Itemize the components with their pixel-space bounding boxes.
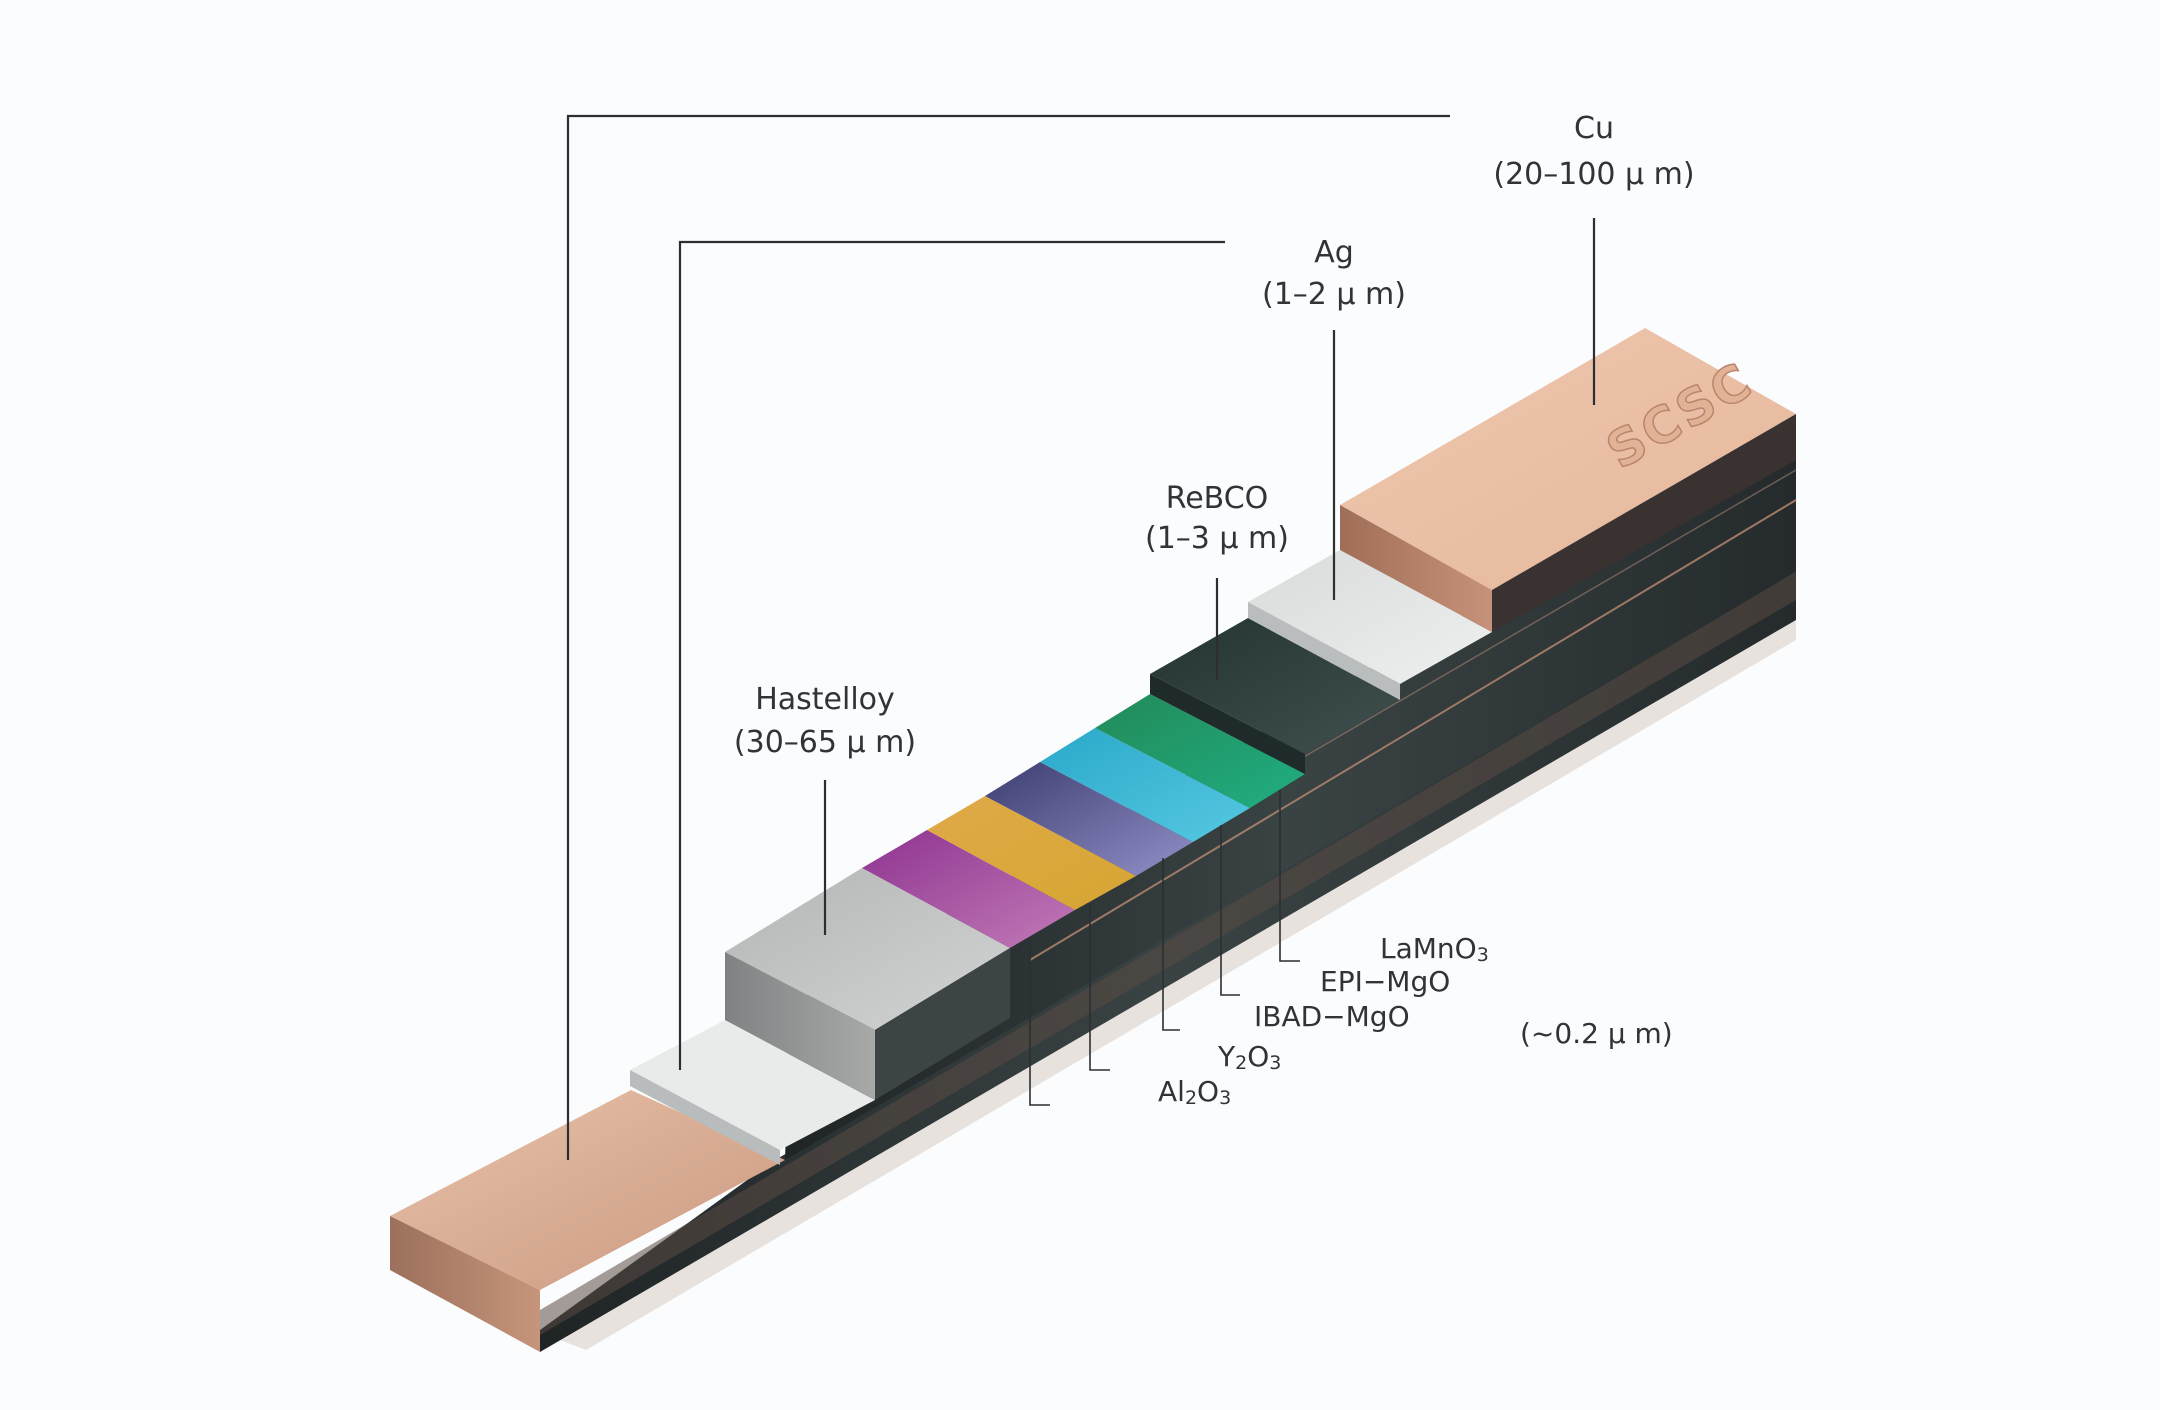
hastelloy-top — [725, 868, 1010, 1030]
copper-bottom-front — [390, 1216, 540, 1352]
silver-left-front — [630, 1070, 780, 1165]
al2o3-label-a: Al — [1158, 1075, 1185, 1108]
epi-mgo-label: EPI−MgO — [1320, 965, 1450, 998]
rebco-top — [1150, 618, 1400, 754]
rebco-front — [1150, 674, 1305, 774]
lamno3-leader-line — [1279, 790, 1300, 962]
y2o3-leader-line — [1089, 905, 1110, 1071]
lamno3-label-sub: 3 — [1477, 944, 1489, 966]
tape-shadow — [560, 620, 1796, 1350]
cu-thickness-label: (20–100 μ m) — [1493, 157, 1694, 192]
y2o3-layer — [927, 796, 1136, 910]
al2o3-label-b: O — [1197, 1075, 1219, 1108]
ag-label: Ag — [1314, 235, 1354, 270]
rebco-thickness-label: (1–3 μ m) — [1145, 521, 1289, 556]
ibad-mgo-leader-line — [1162, 858, 1180, 1031]
silver-right-front — [1248, 602, 1400, 700]
rebco-label: ReBCO — [1166, 481, 1269, 516]
tape-side-face-lower — [540, 572, 1796, 1335]
copper-bottom-top — [390, 1090, 785, 1290]
lamno3-label: LaMnO3 — [1380, 932, 1489, 966]
y2o3-label-sub: 2 — [1235, 1052, 1247, 1074]
copper-top-top — [1340, 328, 1796, 590]
ag-thickness-label: (1–2 μ m) — [1262, 277, 1406, 312]
epi-mgo-layer — [1040, 728, 1250, 842]
copper-top-side — [1492, 414, 1796, 632]
y2o3-label-a: Y — [1217, 1040, 1236, 1073]
silver-right-top — [1248, 550, 1492, 684]
y2o3-label-sub2: 3 — [1269, 1052, 1281, 1074]
hastelloy-label: Hastelloy — [755, 682, 895, 717]
cu-label: Cu — [1574, 111, 1614, 146]
buffer-thickness-label: (~0.2 μ m) — [1520, 1017, 1673, 1050]
stack-side-upper — [785, 420, 1796, 1160]
al2o3-leader-line — [1029, 943, 1050, 1106]
lamno3-label-main: LaMnO — [1380, 932, 1477, 965]
copper-seam-line — [1229, 469, 1797, 801]
copper-top-front — [1340, 505, 1492, 632]
y2o3-label: Y2O3 — [1217, 1040, 1281, 1074]
hastelloy-front — [725, 952, 875, 1100]
y2o3-label-b: O — [1247, 1040, 1269, 1073]
epi-mgo-leader-line — [1220, 825, 1240, 996]
ibad-mgo-layer — [985, 762, 1193, 876]
al2o3-layer — [862, 830, 1075, 948]
hastelloy-thickness-label: (30–65 μ m) — [734, 725, 916, 760]
copper-seam-line — [1029, 499, 1797, 961]
al2o3-label-sub: 2 — [1185, 1087, 1197, 1109]
ibad-mgo-label: IBAD−MgO — [1254, 1000, 1410, 1033]
al2o3-label: Al2O3 — [1158, 1075, 1231, 1109]
ag-leader-line — [678, 240, 1225, 1070]
al2o3-label-sub2: 3 — [1219, 1087, 1231, 1109]
cu-leader-line — [566, 114, 1450, 1160]
silver-left-top — [630, 1020, 875, 1150]
lamno3-layer — [1095, 694, 1305, 808]
hastelloy-side — [875, 948, 1010, 1100]
